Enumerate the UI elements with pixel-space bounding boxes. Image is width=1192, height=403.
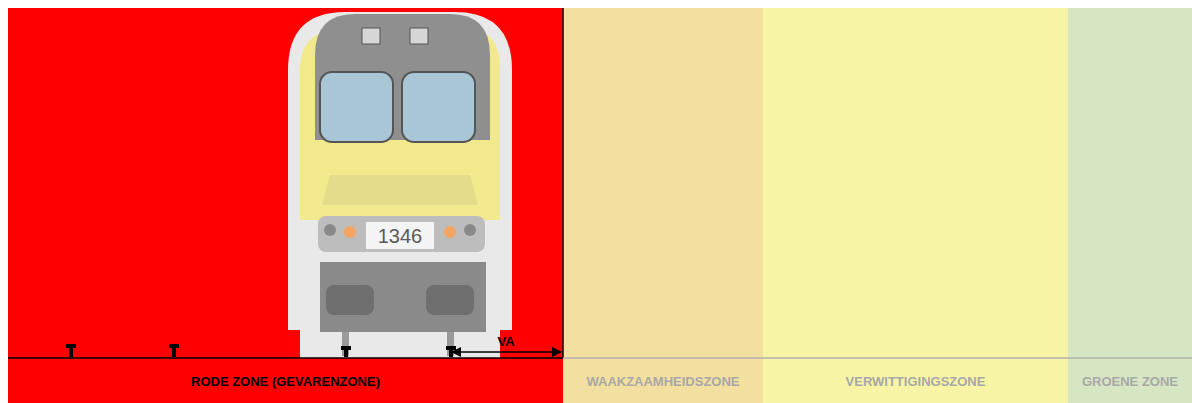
light-strip bbox=[318, 216, 485, 252]
zone-label: RODE ZONE (GEVARENZONE) bbox=[8, 360, 563, 403]
windshield bbox=[402, 72, 475, 142]
bumper bbox=[320, 262, 486, 332]
lamp bbox=[344, 226, 356, 238]
cab-top bbox=[315, 14, 490, 140]
front-panel bbox=[322, 175, 478, 205]
train-number: 1346 bbox=[378, 225, 423, 248]
zone-label: GROENE ZONE bbox=[1068, 360, 1192, 403]
buffer bbox=[326, 285, 374, 315]
sleepers bbox=[66, 344, 456, 357]
zone-band: GROENE ZONE bbox=[1068, 8, 1192, 403]
yellow-front bbox=[300, 30, 500, 220]
track-line bbox=[563, 357, 1192, 359]
boundary-line bbox=[562, 8, 564, 358]
lamp bbox=[464, 224, 476, 236]
wheel-leg bbox=[342, 332, 349, 356]
top-window bbox=[362, 28, 380, 44]
lamp bbox=[444, 226, 456, 238]
number-plate bbox=[366, 222, 434, 249]
track-line bbox=[8, 357, 563, 359]
train-body bbox=[288, 12, 512, 358]
zone-band: RODE ZONE (GEVARENZONE) bbox=[8, 8, 563, 403]
zone-label: WAAKZAAMHEIDSZONE bbox=[563, 360, 763, 403]
lamp bbox=[324, 224, 336, 236]
top-window bbox=[410, 28, 428, 44]
zone-label: VERWITTIGINGSZONE bbox=[763, 360, 1068, 403]
wheel-leg bbox=[447, 332, 454, 356]
zone-band: WAAKZAAMHEIDSZONE bbox=[563, 8, 763, 403]
dimension-label: VA bbox=[497, 334, 514, 349]
windshield bbox=[320, 72, 393, 142]
buffer bbox=[426, 285, 474, 315]
zone-band: VERWITTIGINGSZONE bbox=[763, 8, 1068, 403]
dimension-arrow bbox=[452, 351, 561, 353]
